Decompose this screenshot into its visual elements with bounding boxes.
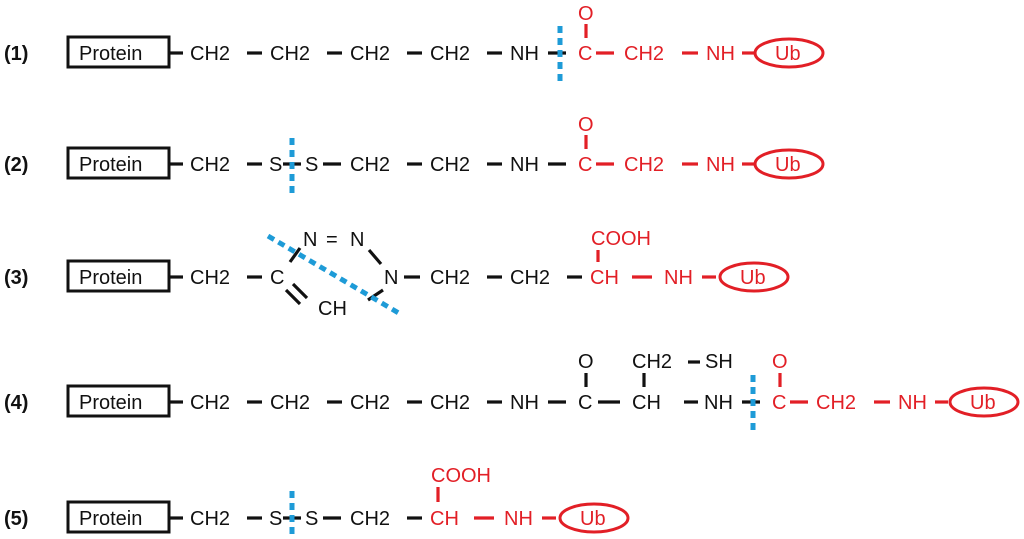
protein-label: Protein <box>79 392 142 414</box>
atom-nh: NH <box>504 508 533 530</box>
atom-o: O <box>578 351 594 373</box>
atom-c: C <box>578 43 592 65</box>
ubiquitin-label: Ub <box>740 267 766 289</box>
atom-nh: NH <box>510 43 539 65</box>
atom-ch2: CH2 <box>190 267 230 289</box>
ubiquitin-label: Ub <box>970 392 996 414</box>
atom-nh: NH <box>664 267 693 289</box>
row-number: (4) <box>4 392 28 414</box>
ring-bond <box>288 247 302 263</box>
row-number: (5) <box>4 508 28 530</box>
atom-nh: NH <box>706 43 735 65</box>
atom-c: C <box>270 267 284 289</box>
ring-atom-ch: CH <box>318 298 347 320</box>
row-5: (5) Protein CH2 S S CH2 CH COOH NH Ub <box>4 465 630 539</box>
atom-ch2: CH2 <box>190 43 230 65</box>
atom-ch2: CH2 <box>270 392 310 414</box>
substituent-cooh: COOH <box>591 228 651 250</box>
atom-sh: SH <box>705 351 733 373</box>
ring-atom-n: N <box>350 229 364 251</box>
ubiquitin-oval <box>718 261 790 293</box>
ring-bond <box>284 288 302 306</box>
protein-label: Protein <box>79 154 142 176</box>
atom-ch2: CH2 <box>624 43 664 65</box>
atom-ch2: CH2 <box>510 267 550 289</box>
ring-bond <box>291 282 309 300</box>
protein-label: Protein <box>79 508 142 530</box>
atom-ch2: CH2 <box>430 154 470 176</box>
atom-ch: CH <box>430 508 459 530</box>
row-3: (3) Protein CH2 C N = N N CH CH2 CH2 CH … <box>4 228 790 320</box>
row-number: (3) <box>4 267 28 289</box>
atom-ch2: CH2 <box>190 508 230 530</box>
atom-s: S <box>269 508 282 530</box>
ubiquitin-oval <box>753 37 825 69</box>
row-number: (2) <box>4 154 28 176</box>
atom-nh: NH <box>510 392 539 414</box>
atom-ch2: CH2 <box>816 392 856 414</box>
atom-c: C <box>578 392 592 414</box>
atom-ch2: CH2 <box>190 392 230 414</box>
ubiquitin-oval <box>753 148 825 180</box>
row-1: (1) Protein CH2 CH2 CH2 CH2 NH C O CH2 N… <box>4 3 825 82</box>
atom-ch2: CH2 <box>430 267 470 289</box>
atom-ch2: CH2 <box>430 43 470 65</box>
atom-ch: CH <box>632 392 661 414</box>
atom-s: S <box>305 508 318 530</box>
substituent-cooh: COOH <box>431 465 491 487</box>
atom-s: S <box>305 154 318 176</box>
ubiquitin-label: Ub <box>580 508 606 530</box>
atom-ch2: CH2 <box>624 154 664 176</box>
atom-ch2: CH2 <box>632 351 672 373</box>
ubiquitin-label: Ub <box>775 43 801 65</box>
ring-double-bond: = <box>326 229 338 251</box>
ring-atom-n: N <box>303 229 317 251</box>
atom-ch: CH <box>590 267 619 289</box>
atom-nh: NH <box>898 392 927 414</box>
atom-ch2: CH2 <box>430 392 470 414</box>
atom-ch2: CH2 <box>350 508 390 530</box>
atom-ch2: CH2 <box>350 392 390 414</box>
atom-ch2: CH2 <box>350 154 390 176</box>
protein-label: Protein <box>79 43 142 65</box>
cleavage-site-marker <box>266 233 404 318</box>
atom-n: N <box>384 267 398 289</box>
row-4: (4) Protein CH2 CH2 CH2 CH2 NH C O CH CH… <box>4 351 1020 431</box>
atom-s: S <box>269 154 282 176</box>
atom-nh: NH <box>510 154 539 176</box>
ubiquitin-label: Ub <box>775 154 801 176</box>
protein-label: Protein <box>79 267 142 289</box>
atom-c: C <box>578 154 592 176</box>
atom-nh: NH <box>704 392 733 414</box>
atom-ch2: CH2 <box>350 43 390 65</box>
ring-bond <box>367 248 383 266</box>
ubiquitin-oval <box>558 502 630 534</box>
atom-o: O <box>578 114 594 136</box>
ubiquitin-oval <box>948 386 1020 418</box>
atom-o: O <box>578 3 594 25</box>
ring-bond <box>367 288 384 302</box>
atom-o: O <box>772 351 788 373</box>
row-2: (2) Protein CH2 S S CH2 CH2 NH C O CH2 N… <box>4 114 825 194</box>
atom-c: C <box>772 392 786 414</box>
atom-ch2: CH2 <box>190 154 230 176</box>
atom-ch2: CH2 <box>270 43 310 65</box>
row-number: (1) <box>4 43 28 65</box>
atom-nh: NH <box>706 154 735 176</box>
